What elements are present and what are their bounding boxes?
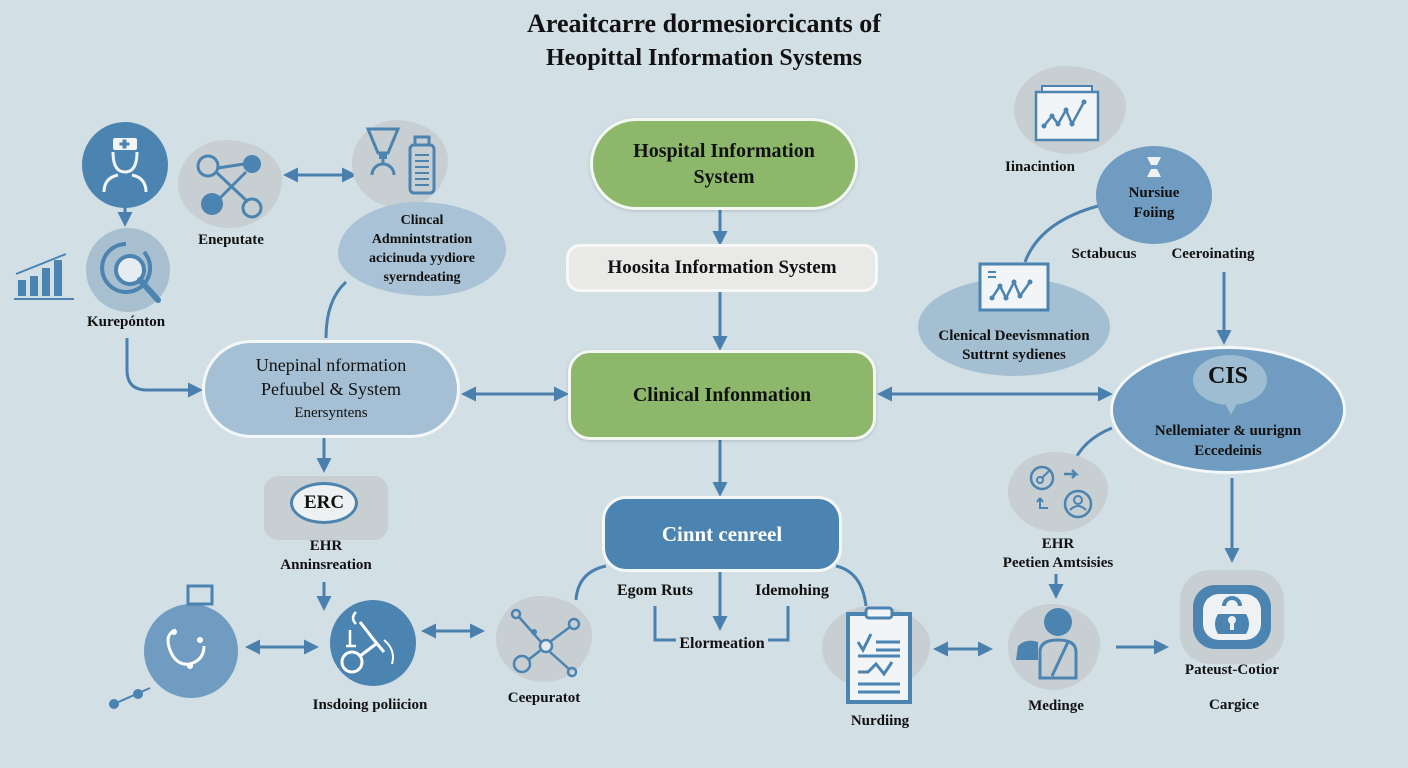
curve-hub-lab <box>324 280 348 339</box>
node-clinical-information[interactable]: Clinical Infonmation <box>568 350 876 440</box>
ceepuratot-label: Ceepuratot <box>507 690 581 706</box>
clinical-decision-support-bubble[interactable]: Clenical Deevismnation Suttrnt sydienes <box>918 278 1110 376</box>
clinical-admin-line-4: syerndeating <box>383 270 461 285</box>
microscope-icon <box>340 611 394 674</box>
node-his-line-2: System <box>693 166 755 188</box>
patient-care-label-line-1: Pateust-Cotior <box>1184 662 1280 678</box>
molecule-node[interactable] <box>144 604 238 698</box>
lock-icon <box>1193 585 1271 649</box>
hub-line-1: Unepinal nformation <box>255 355 407 375</box>
ehr-analytics-node[interactable] <box>1008 452 1108 532</box>
molecule-icon <box>109 584 214 709</box>
ceepuratot-node[interactable] <box>496 596 592 682</box>
node-hospital-information-system[interactable]: Hospital Information System <box>590 118 858 210</box>
line-chart-icon <box>1034 85 1100 142</box>
cis-badge: CIS <box>1207 363 1249 389</box>
insdoing-label: Insdoing poliicion <box>312 697 428 713</box>
hourglass-icon <box>1147 157 1161 177</box>
cis-speech-bubble <box>1193 355 1267 405</box>
bracket-right <box>768 606 790 642</box>
line-chart-label: Iinacintion <box>1004 159 1076 175</box>
branch-label-idemohing: Idemohing <box>755 582 829 599</box>
hub-line-2: Pefuubel & System <box>261 379 401 399</box>
ehr-analytics-label-line-1: EHR <box>1041 536 1075 552</box>
node-his-line-1: Hospital Information <box>633 140 815 162</box>
nursive-line-1: Nursiue <box>1128 185 1180 201</box>
erc-badge-text: ERC <box>303 492 345 513</box>
nursive-line-2: Foiing <box>1133 205 1175 221</box>
diagram-title-line-2: Heopittal Information Systems <box>546 45 862 71</box>
nurding-label: Nurdiing <box>850 713 910 729</box>
label-sctabucus: Sctabucus <box>1071 246 1137 262</box>
diagram-title-line-1: Areaitcarre dormesiorcicants of <box>527 9 881 38</box>
node-cis[interactable]: CIS Nellemiater & uurignn Eccedeinis <box>1110 346 1346 474</box>
erc-label-line-1: EHR <box>309 538 343 554</box>
nurse-node[interactable] <box>82 122 168 208</box>
decision-line-2: Suttrnt sydienes <box>962 347 1066 363</box>
search-node-label: Kurepónton <box>86 314 166 330</box>
arrow-search-hub <box>125 338 203 398</box>
lab-equipment-icon <box>365 127 436 195</box>
erc-label-line-2: Anninsreation <box>280 557 372 573</box>
ehr-analytics-label-line-2: Peetien Amtsisies <box>1002 555 1114 571</box>
patient-care-label-line-2: Cargice <box>1209 697 1259 713</box>
network-node-label: Eneputate <box>198 232 264 248</box>
cis-line-2: Eccedeinis <box>1194 443 1262 459</box>
curve-cinnt-right <box>835 564 868 607</box>
curve-cinnt-left <box>574 564 607 601</box>
insdoing-node[interactable] <box>330 600 416 686</box>
node-hoosita-information-system[interactable]: Hoosita Information System <box>566 244 878 292</box>
label-ceeroinating: Ceeroinating <box>1171 246 1255 262</box>
clinical-administration-bubble[interactable]: Clincal Admnintstration acicinuda yydior… <box>338 202 506 296</box>
search-node[interactable] <box>86 228 170 312</box>
cis-speech-tail <box>1223 399 1239 415</box>
clinical-admin-line-2: Admnintstration <box>371 232 473 247</box>
node-cinnt-cenreel[interactable]: Cinnt cenreel <box>602 496 842 572</box>
magnifier-icon <box>100 242 161 303</box>
clipboard-icon <box>846 606 912 704</box>
medinge-label: Medinge <box>1028 698 1084 714</box>
analytics-cycle-icon <box>1029 465 1093 519</box>
curve-decision-nursive <box>1023 204 1099 263</box>
bar-chart-icon <box>14 253 74 300</box>
clinical-admin-line-1: Clincal <box>400 213 444 228</box>
clinical-admin-line-3: acicinuda yydiore <box>369 251 475 266</box>
branch-label-elormeation: Elormeation <box>679 635 765 652</box>
branch-label-egom-ruts: Egom Ruts <box>616 582 694 599</box>
decision-line-1: Clenical Deevismnation <box>938 328 1090 344</box>
cis-line-1: Nellemiater & uurignn <box>1154 423 1302 439</box>
patient-icon <box>1016 608 1078 680</box>
hub-line-3: Enersyntens <box>294 405 368 421</box>
nurse-icon <box>102 138 148 193</box>
node-clinical-label: Clinical Infonmation <box>632 383 812 406</box>
erc-badge: ERC <box>290 482 358 524</box>
node-cinnt-label: Cinnt cenreel <box>661 521 783 546</box>
network-graph-icon <box>510 608 581 678</box>
bracket-left <box>653 606 676 642</box>
node-unepinal-information[interactable]: Unepinal nformation Pefuubel & System En… <box>202 340 460 438</box>
node-hoosita-label: Hoosita Information System <box>607 257 837 278</box>
network-icon <box>196 154 263 219</box>
monitor-chart-icon <box>978 262 1050 312</box>
nursive-foiing-bubble[interactable]: Nursiue Foiing <box>1096 146 1212 244</box>
